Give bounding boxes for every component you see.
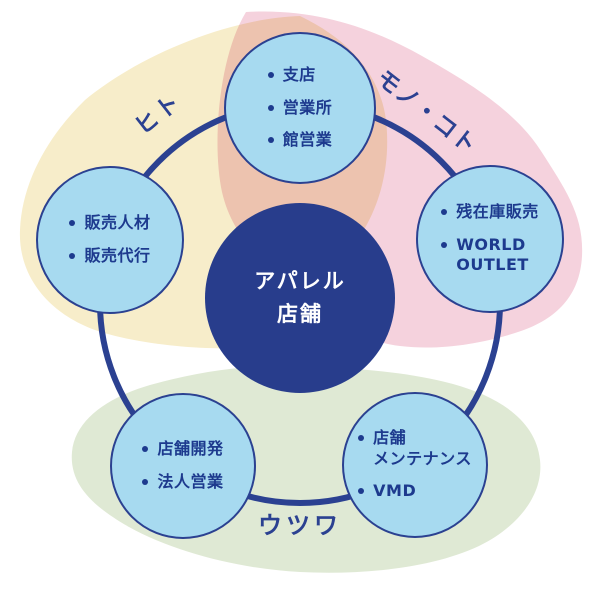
node-item-label: 支店 (282, 64, 316, 84)
bullet-icon (441, 208, 448, 215)
node-item: WORLD OUTLET (441, 235, 539, 277)
group-label-utsuwa: ウツワ (258, 511, 342, 540)
node-item-list: 販売人材 販売代行 (69, 213, 150, 267)
node-item-list: 残在庫販売 WORLD OUTLET (441, 202, 539, 276)
bullet-icon (267, 104, 274, 111)
node-item-label: 館営業 (282, 130, 333, 150)
node-store-development: 店舗開発 法人営業 (110, 393, 256, 539)
bullet-icon (142, 446, 149, 453)
bullet-icon (267, 71, 274, 78)
node-item-list: 支店 営業所 館営業 (267, 64, 333, 151)
node-item: VMD (358, 481, 472, 502)
node-item-label: 法人営業 (157, 472, 224, 491)
center-node-label: 店舗 (277, 301, 323, 326)
node-item: 法人営業 (142, 472, 223, 493)
node-item: 営業所 (267, 97, 333, 119)
node-remaining-inventory: 残在庫販売 WORLD OUTLET (416, 165, 564, 313)
bullet-icon (358, 434, 365, 441)
node-item: 店舗 メンテナンス (358, 428, 472, 470)
node-item-label: 店舗開発 (157, 439, 224, 459)
node-item: 館営業 (267, 130, 333, 151)
node-item-label: WORLD OUTLET (456, 234, 529, 275)
center-node-label: アパレル (254, 269, 346, 294)
node-item-label: 店舗 メンテナンス (373, 427, 472, 468)
node-store-maintenance: 店舗 メンテナンス VMD (342, 392, 488, 538)
node-item-label: 販売人材 (84, 213, 151, 233)
bullet-icon (142, 479, 149, 485)
center-node-apparel-store: アパレル 店舗 (205, 203, 395, 393)
bullet-icon (267, 137, 274, 144)
node-branch-sales: 支店 営業所 館営業 (224, 32, 376, 184)
node-item: 販売人材 (69, 213, 150, 234)
bullet-icon (69, 253, 76, 259)
node-item-label: 残在庫販売 (456, 201, 539, 221)
bullet-icon (441, 241, 448, 248)
node-item-list: 店舗開発 法人営業 (142, 439, 223, 493)
node-item-label: VMD (373, 481, 417, 501)
bullet-icon (69, 220, 76, 227)
bullet-icon (358, 488, 365, 495)
node-item: 支店 (267, 64, 333, 86)
node-item-label: 販売代行 (84, 246, 151, 265)
node-sales-personnel: 販売人材 販売代行 (36, 166, 184, 314)
node-item: 残在庫販売 (441, 202, 539, 223)
node-item: 店舗開発 (142, 439, 223, 460)
node-item: 販売代行 (69, 246, 150, 267)
node-item-list: 店舗 メンテナンス VMD (358, 428, 472, 502)
node-item-label: 営業所 (282, 97, 333, 117)
